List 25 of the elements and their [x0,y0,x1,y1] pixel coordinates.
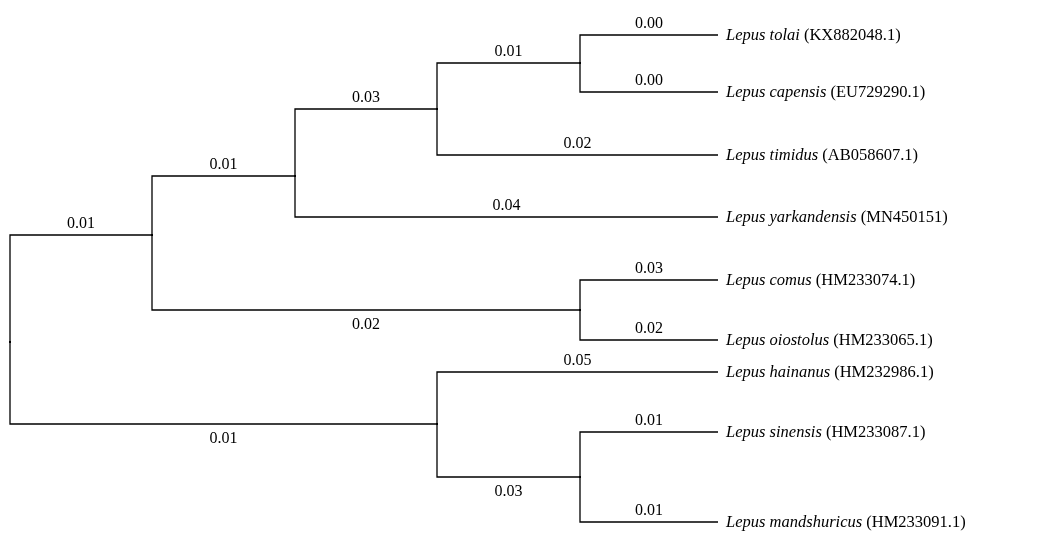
taxon-label: Lepus tolai (KX882048.1) [718,24,901,46]
tree-branch [579,279,719,311]
tree-branch [9,234,153,343]
tree-branch [436,62,581,110]
tree-branch [9,341,438,425]
taxon-label: Lepus yarkandensis (MN450151) [718,206,948,228]
tree-branch [579,309,719,341]
tree-branch [579,62,719,93]
tree-branch [436,108,719,156]
tree-branch [579,34,719,64]
taxon-label: Lepus capensis (EU729290.1) [718,81,926,103]
tree-branch [151,234,581,311]
tree-branch [579,431,719,478]
tree-branch [436,371,719,425]
taxon-label: Lepus sinensis (HM233087.1) [718,421,926,443]
taxon-label: Lepus hainanus (HM232986.1) [718,361,934,383]
taxon-label: Lepus mandshuricus (HM233091.1) [718,511,966,533]
taxon-label: Lepus oiostolus (HM233065.1) [718,329,933,351]
tree-branch [151,175,296,236]
taxon-label: Lepus comus (HM233074.1) [718,269,916,291]
taxon-label: Lepus timidus (AB058607.1) [718,144,919,166]
tree-branch [436,423,581,478]
tree-branch [294,108,438,177]
tree-branch [294,175,719,218]
tree-branch [579,476,719,523]
